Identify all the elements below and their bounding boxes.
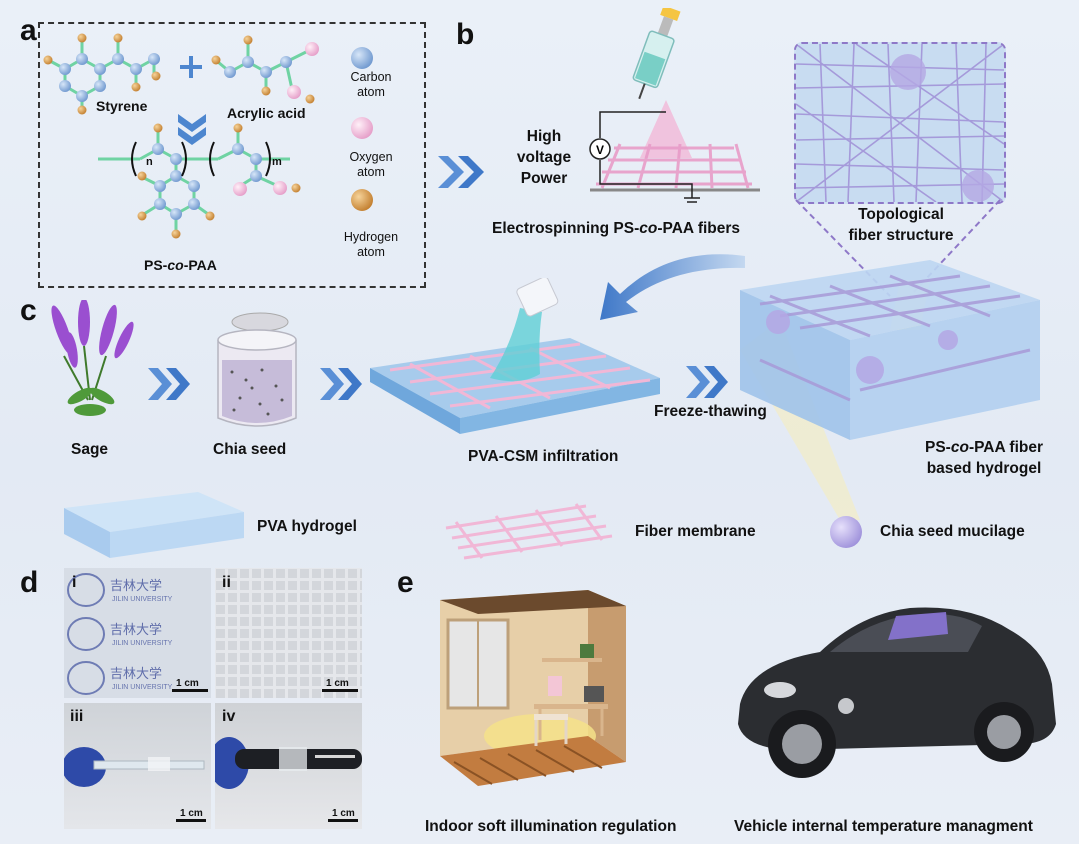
- scalebar-iv: [328, 819, 358, 822]
- hydrogen-atom-label: Hydrogen atom: [343, 230, 399, 259]
- panel-label-a: a: [20, 14, 37, 47]
- panel-label-d: d: [20, 566, 39, 599]
- photo-ii: [215, 568, 362, 698]
- chia-mucilage-icon: [830, 516, 862, 548]
- svg-text:吉林大学: 吉林大学: [110, 622, 162, 638]
- hydrogen-atom-icon: [351, 189, 373, 211]
- subscript-n: n: [146, 156, 153, 168]
- scalebar-label-iv: 1 cm: [332, 808, 355, 819]
- photo-label-iii: iii: [70, 708, 84, 725]
- chemistry-box: [38, 22, 426, 288]
- fiber-collector: [596, 143, 752, 189]
- carbon-atom-label: Carbon atom: [350, 70, 392, 99]
- ps-co-paa-label: PS-co-PAA: [144, 257, 217, 273]
- svg-text:JILIN UNIVERSITY: JILIN UNIVERSITY: [112, 684, 173, 691]
- vehicle-image: [738, 607, 1056, 778]
- fiber-network-image: [796, 44, 1004, 202]
- styrene-label: Styrene: [96, 98, 148, 114]
- fiber-membrane-label: Fiber membrane: [635, 523, 756, 540]
- reaction-arrow-icon: [178, 114, 206, 145]
- photo-label-i: i: [72, 574, 77, 591]
- sage-plant-image: [51, 300, 134, 416]
- pva-hydrogel-icon: [64, 492, 244, 558]
- step-arrow-2-icon: [320, 368, 362, 400]
- panel-label-b: b: [456, 18, 475, 51]
- acrylic-acid-label: Acrylic acid: [227, 105, 306, 121]
- vehicle-label: Vehicle internal temperature managment: [734, 818, 1033, 835]
- indoor-room-image: [440, 590, 626, 786]
- svg-text:JILIN UNIVERSITY: JILIN UNIVERSITY: [112, 640, 173, 647]
- polymer-atoms: [137, 123, 301, 239]
- scalebar-label-iii: 1 cm: [180, 808, 203, 819]
- scalebar-ii: [322, 689, 358, 692]
- polymer-brackets: [131, 141, 271, 177]
- chia-seed-beaker-image: [217, 312, 297, 427]
- photo-iii: [64, 703, 211, 829]
- scalebar-iii: [176, 819, 206, 822]
- curved-arrow-icon: [600, 254, 745, 320]
- indoor-label: Indoor soft illumination regulation: [425, 818, 677, 835]
- chia-seed-label: Chia seed: [213, 441, 287, 458]
- svg-text:JILIN UNIVERSITY: JILIN UNIVERSITY: [112, 596, 173, 603]
- taylor-cone: [640, 100, 692, 158]
- pen-wrap-image: [215, 737, 362, 789]
- chemistry-molecules: [43, 33, 373, 239]
- styrene-atoms: [43, 33, 161, 115]
- electrospinning-label: Electrospinning PS-co-PAA fibers: [492, 220, 741, 237]
- scalebar-label-i: 1 cm: [176, 678, 199, 689]
- step-arrow-a-to-b-icon: [438, 156, 484, 188]
- topological-label: Topological fiber structure: [848, 206, 954, 244]
- scalebar-i: [172, 689, 208, 692]
- sage-label: Sage: [71, 441, 109, 458]
- panel-label-e: e: [397, 566, 414, 599]
- photo-label-iv: iv: [222, 708, 236, 725]
- photo-iv: [215, 703, 362, 829]
- fiber-hydrogel-image: [740, 260, 1040, 520]
- panel-label-c: c: [20, 294, 37, 327]
- electrospinning-setup: V: [589, 8, 760, 203]
- carbon-atom-icon: [351, 47, 373, 69]
- subscript-m: m: [272, 156, 282, 168]
- svg-text:吉林大学: 吉林大学: [110, 578, 162, 594]
- pva-csm-label: PVA-CSM infiltration: [468, 448, 619, 465]
- voltmeter-symbol: V: [596, 143, 604, 157]
- oxygen-atom-label: Oxygen atom: [349, 150, 393, 179]
- pva-csm-infiltration-image: [370, 278, 660, 434]
- circuit-wire: [599, 111, 700, 203]
- scalebar-label-ii: 1 cm: [326, 678, 349, 689]
- voltmeter-icon: [589, 138, 611, 160]
- acrylic-acid-atoms: [211, 35, 319, 104]
- photo-label-ii: ii: [222, 574, 231, 591]
- step-arrow-1-icon: [148, 368, 190, 400]
- hydrogel-label: PS-co-PAA fiber based hydrogel: [925, 439, 1043, 477]
- topological-fiber-inset: [794, 42, 1006, 204]
- chia-mucilage-label: Chia seed mucilage: [880, 523, 1025, 540]
- mesh-texture: [215, 568, 362, 698]
- svg-text:吉林大学: 吉林大学: [110, 666, 162, 682]
- plus-icon: [180, 56, 202, 78]
- pva-hydrogel-label: PVA hydrogel: [257, 518, 357, 535]
- high-voltage-label: High voltage Power: [516, 128, 572, 187]
- fiber-membrane-icon: [445, 503, 613, 560]
- step-arrow-3-icon: [686, 366, 728, 398]
- photo-i: 吉林大学吉林大学吉林大学 JILIN UNIVERSITY JILIN UNIV…: [64, 568, 211, 698]
- freeze-thawing-label: Freeze-thawing: [654, 403, 767, 420]
- syringe-icon: [632, 8, 681, 100]
- oxygen-atom-icon: [351, 117, 373, 139]
- bent-film-image: [64, 747, 205, 787]
